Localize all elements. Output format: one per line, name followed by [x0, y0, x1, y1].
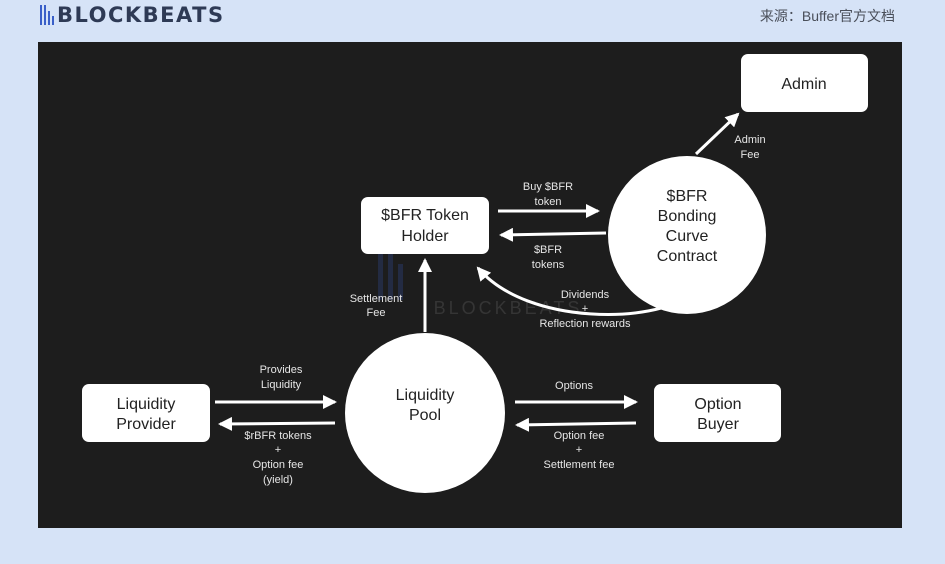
admin-label: Admin: [781, 76, 826, 93]
label-bfr-tokens-1: $BFR: [534, 244, 562, 256]
node-liquidity-pool: Liquidity Pool: [345, 333, 505, 493]
node-admin: Admin: [741, 54, 868, 112]
buyer-line-2: Buyer: [697, 416, 739, 433]
label-buy-bfr-1: Buy $BFR: [523, 181, 573, 193]
provider-line-2: Provider: [116, 416, 176, 433]
label-option-fee-2: +: [576, 444, 582, 456]
bonding-line-4: Contract: [657, 248, 718, 265]
label-bfr-tokens-2: tokens: [532, 259, 565, 271]
label-rbfr-tokens-2: +: [275, 444, 281, 456]
label-option-fee-1: Option fee: [554, 430, 605, 442]
arrow-admin-fee: [694, 112, 740, 156]
label-settlement-fee-2: Fee: [367, 307, 386, 319]
label-admin-fee-1: Admin: [734, 134, 765, 146]
label-options: Options: [555, 380, 593, 392]
node-option-buyer: Option Buyer: [654, 384, 781, 442]
blockbeats-logo: BLOCKBEATS: [40, 3, 225, 27]
bonding-line-2: Bonding: [658, 208, 717, 225]
arrow-option-fee: [515, 417, 637, 432]
label-buy-bfr-2: token: [535, 196, 562, 208]
label-settlement-fee-1: Settlement: [350, 293, 403, 305]
label-rbfr-tokens-1: $rBFR tokens: [244, 430, 312, 442]
source-caption: 来源：Buffer官方文档: [759, 8, 895, 24]
arrow-rbfr-tokens: [218, 416, 336, 431]
node-liquidity-provider: Liquidity Provider: [82, 384, 210, 442]
label-provides-liquidity-2: Liquidity: [261, 379, 302, 391]
bonding-line-1: $BFR: [667, 188, 708, 205]
holder-line-2: Holder: [401, 228, 449, 245]
provider-line-1: Liquidity: [117, 396, 176, 413]
label-admin-fee-2: Fee: [741, 149, 760, 161]
arrow-dividends: [476, 266, 688, 316]
buyer-line-1: Option: [694, 396, 741, 413]
label-dividends-2: +: [582, 303, 588, 315]
pool-line-1: Liquidity: [396, 387, 455, 404]
watermark-text: BLOCKBEATS: [434, 298, 583, 318]
bonding-line-3: Curve: [666, 228, 709, 245]
arrow-bfr-tokens: [499, 227, 607, 242]
watermark: BLOCKBEATS: [378, 252, 583, 318]
label-provides-liquidity-1: Provides: [260, 364, 303, 376]
logo-bars-icon: [40, 5, 54, 25]
label-dividends-3: Reflection rewards: [539, 318, 631, 330]
flow-diagram: BLOCKBEATS Admin $BFR Bonding Curve Cont…: [82, 54, 868, 493]
label-dividends-1: Dividends: [561, 289, 610, 301]
logo-text: BLOCKBEATS: [57, 3, 225, 27]
node-bonding-curve: $BFR Bonding Curve Contract: [608, 156, 766, 314]
node-token-holder: $BFR Token Holder: [361, 197, 489, 254]
pool-line-2: Pool: [409, 407, 441, 424]
label-option-fee-3: Settlement fee: [544, 459, 615, 471]
label-rbfr-tokens-4: (yield): [263, 474, 293, 486]
diagram-canvas: BLOCKBEATS Admin $BFR Bonding Curve Cont…: [38, 42, 902, 528]
holder-line-1: $BFR Token: [381, 207, 469, 224]
label-rbfr-tokens-3: Option fee: [253, 459, 304, 471]
